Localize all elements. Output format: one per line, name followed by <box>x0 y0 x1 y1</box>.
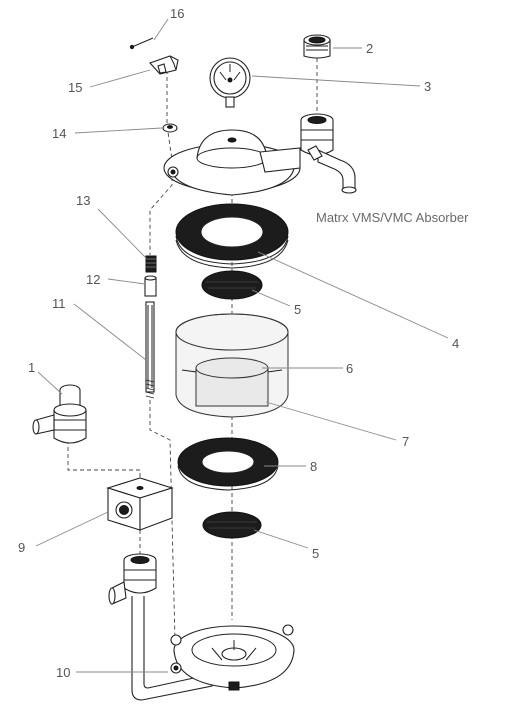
callout-16: 16 <box>170 6 184 21</box>
part-lower-valve-pipe <box>108 553 213 701</box>
callout-6: 6 <box>346 361 353 376</box>
part-14-washer <box>162 123 178 133</box>
callout-3: 3 <box>424 79 431 94</box>
part-1-elbow-fitting <box>32 384 87 444</box>
part-5-filter-lower <box>202 511 262 539</box>
callout-11: 11 <box>52 296 66 311</box>
callout-9: 9 <box>18 540 25 555</box>
part-lid-assembly <box>163 113 357 196</box>
callout-5-upper: 5 <box>294 302 301 317</box>
callout-1: 1 <box>28 360 35 375</box>
callout-7: 7 <box>402 434 409 449</box>
part-12-sleeve <box>144 275 157 297</box>
callout-labels: 16 2 3 15 14 13 12 11 4 5 6 7 8 5 9 10 1 <box>18 6 459 680</box>
part-8-gasket <box>177 437 279 491</box>
part-4-gasket <box>175 203 289 269</box>
callout-8: 8 <box>310 459 317 474</box>
part-13-spring <box>145 255 157 273</box>
callout-5-lower: 5 <box>312 546 319 561</box>
part-9-block <box>106 477 174 531</box>
part-3-gauge <box>209 57 251 108</box>
callout-4: 4 <box>452 336 459 351</box>
diagram-title: Matrx VMS/VMC Absorber <box>316 210 469 225</box>
callout-2: 2 <box>366 41 373 56</box>
part-11-rod <box>145 301 155 399</box>
callout-15: 15 <box>68 80 82 95</box>
part-2-cap <box>303 34 331 59</box>
part-5-filter-upper <box>201 270 263 300</box>
callout-12: 12 <box>86 272 100 287</box>
callout-10: 10 <box>56 665 70 680</box>
part-15-bracket <box>149 55 179 75</box>
callout-14: 14 <box>52 126 66 141</box>
leader-lines <box>35 18 449 673</box>
part-10-base <box>170 624 295 691</box>
callout-13: 13 <box>76 193 90 208</box>
part-16-pin <box>129 37 154 50</box>
part-7-insert <box>195 357 269 407</box>
